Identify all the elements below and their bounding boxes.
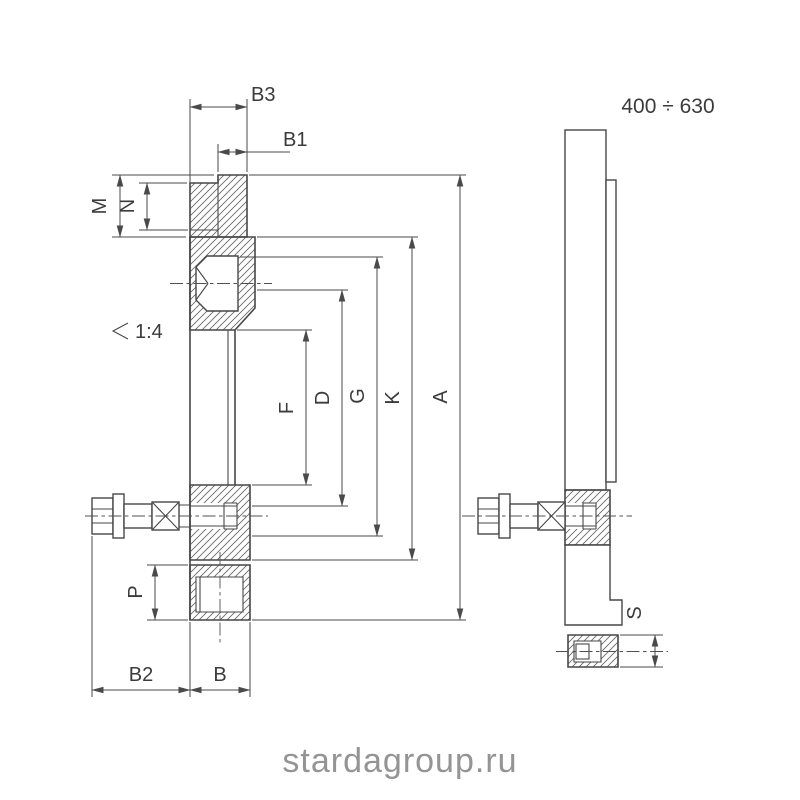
- right-view: [564, 129, 623, 668]
- right-lower-flange: [564, 544, 623, 626]
- dim-label-p: P: [125, 585, 147, 598]
- ext-line: [252, 236, 418, 561]
- ext-line: [139, 182, 188, 231]
- dim-label-b3: B3: [251, 84, 275, 106]
- dim-label-a: A: [430, 390, 452, 404]
- dimension-k: K: [252, 236, 418, 561]
- ext-line: [620, 634, 663, 668]
- ext-line: [189, 99, 248, 183]
- dimension-b2: B2: [91, 536, 191, 697]
- right-bolt-hole-lines: [565, 505, 596, 527]
- dimension-d: D: [252, 289, 348, 507]
- dim-label-d: D: [312, 391, 334, 405]
- taper-annotation: 1:4: [111, 321, 163, 343]
- dimension-b1: B1: [217, 129, 307, 172]
- bolt-stub-lines: [179, 504, 190, 528]
- right-bottom-hole-outline: [573, 640, 602, 663]
- taper-socket-notch: [195, 266, 209, 301]
- size-range-label: 400 ÷ 630: [621, 95, 714, 118]
- taper-symbol-icon: [111, 322, 129, 340]
- taper-ratio-label: 1:4: [135, 321, 163, 343]
- ext-line: [112, 174, 214, 238]
- dim-label-s: S: [624, 606, 646, 619]
- dim-label-n: N: [117, 199, 139, 213]
- ext-line: [147, 564, 188, 621]
- dimension-b: B: [189, 622, 251, 697]
- dim-label-k: K: [382, 391, 404, 405]
- dimension-n: N: [117, 182, 188, 231]
- ext-line: [91, 536, 191, 697]
- ext-line: [237, 329, 312, 486]
- dimension-m: M: [89, 174, 214, 238]
- right-locating-strip: [605, 179, 617, 483]
- bottom-hole-clear: [196, 577, 243, 612]
- dimension-p: P: [125, 564, 188, 621]
- left-view: [189, 174, 256, 621]
- bolt-head-facets: [92, 508, 113, 524]
- dimension-g: G: [240, 256, 383, 537]
- right-plate-body: [564, 129, 607, 491]
- dim-label-m: M: [89, 198, 111, 215]
- bolt-hole-thread: [223, 502, 238, 530]
- watermark-text: stardagroup.ru: [282, 742, 517, 780]
- bolt-hole-lines: [190, 505, 237, 527]
- dim-label-b2: B2: [129, 664, 153, 686]
- dimension-b3: B3: [189, 84, 275, 183]
- dim-label-f: F: [276, 402, 298, 414]
- bottom-hole-outline: [195, 576, 244, 613]
- centerlines: [85, 283, 668, 652]
- dim-label-b1: B1: [283, 129, 307, 151]
- dimension-f: F: [237, 329, 312, 486]
- right-bolt-hole-thread: [582, 502, 597, 530]
- bolt-head-facets: [478, 508, 499, 524]
- ext-line: [252, 289, 348, 507]
- ext-line: [240, 256, 383, 537]
- ext-line: [249, 174, 466, 621]
- dimension-s: S: [620, 606, 663, 668]
- dim-label-b: B: [213, 664, 226, 686]
- dim-label-g: G: [347, 388, 369, 404]
- dimension-a: A: [249, 174, 466, 621]
